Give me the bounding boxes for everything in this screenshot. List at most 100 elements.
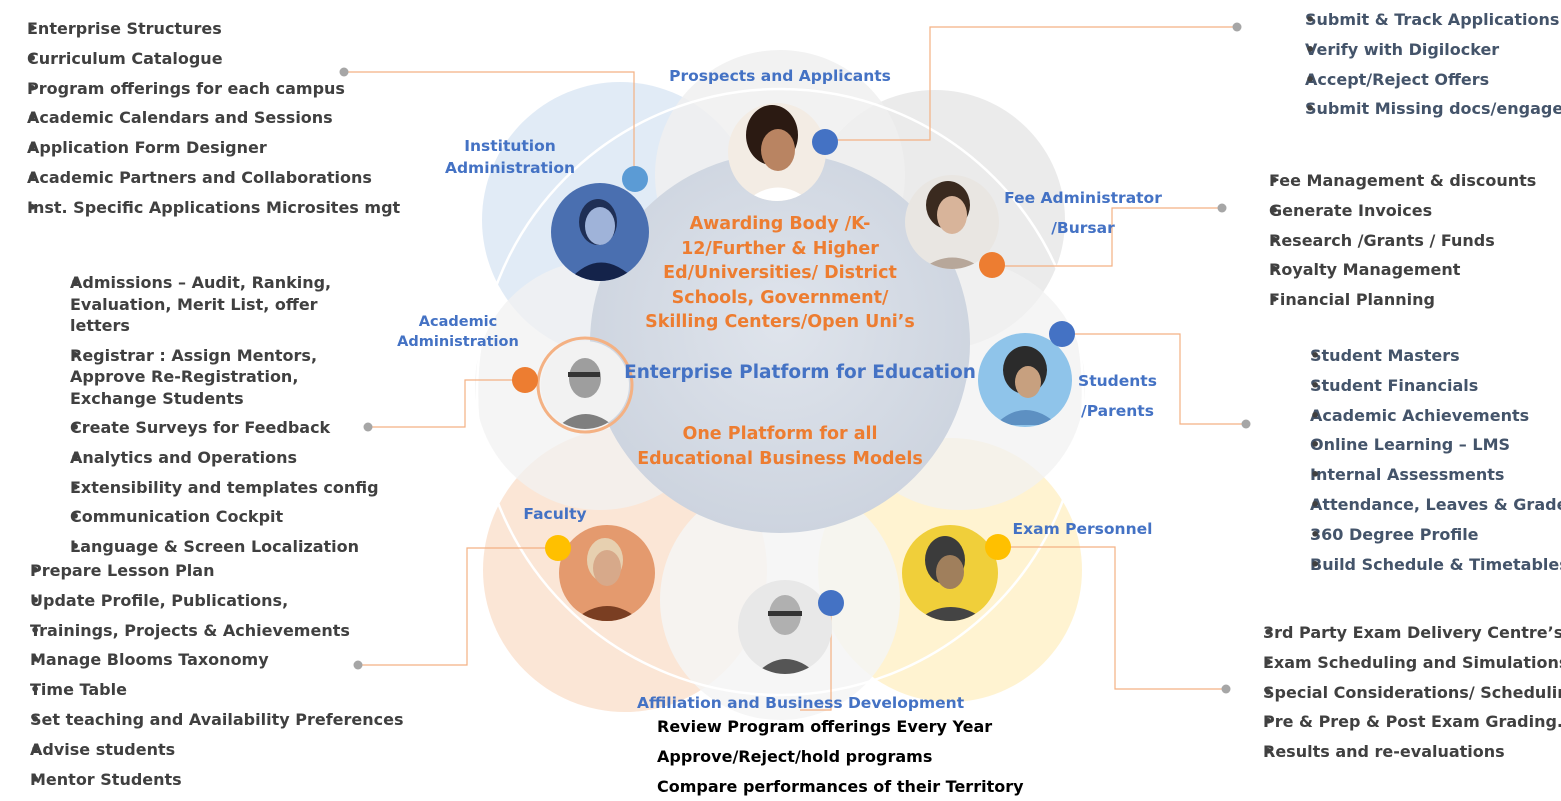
list-item: Compare performances of their Territory <box>657 776 1024 796</box>
list-item: Inst. Specific Applications Microsites m… <box>8 193 400 223</box>
connector-prospects <box>830 26 1237 141</box>
connector-academic <box>368 379 520 428</box>
exam-responsibilities: 3rd Party Exam Delivery Centre’s Exam Sc… <box>1241 618 1561 767</box>
fee-responsibilities: Fee Management & discounts Generate Invo… <box>1233 166 1536 315</box>
role-dots <box>512 129 1075 616</box>
list-item: Advise students <box>8 735 404 765</box>
affiliation-responsibilities: Review Program offerings Every Year Appr… <box>657 712 1024 801</box>
avatar-prospect <box>728 103 826 201</box>
avatar-ring-academic <box>536 336 634 434</box>
list-item: Generate Invoices <box>1233 196 1536 226</box>
list-item: Approve/Reject/hold programs <box>657 746 933 766</box>
list-item: Language & Screen Localization <box>48 536 378 558</box>
list-item: Extensibility and templates config <box>48 477 379 499</box>
connector-faculty <box>358 547 556 666</box>
list-item: 360 Degree Profile <box>1274 520 1561 550</box>
list-item: Attendance, Leaves & Grades <box>1274 490 1561 520</box>
role-label-academic: Academic Administration <box>397 314 519 350</box>
role-label-prospects: Prospects and Applicants <box>669 67 891 85</box>
students-responsibilities: Student Masters Student Financials Acade… <box>1274 341 1561 579</box>
avatar-exam <box>902 525 998 621</box>
list-item: Results and re-evaluations <box>1241 737 1561 767</box>
outer-ring <box>475 87 1085 697</box>
connector-students <box>1065 333 1244 425</box>
list-item: Pre & Prep & Post Exam Grading. <box>1241 707 1561 737</box>
avatar-students <box>978 333 1072 427</box>
connector-affiliation <box>800 605 832 711</box>
endpoint-dot <box>1232 22 1242 32</box>
list-item: Royalty Management <box>1233 255 1536 285</box>
list-item: Update Profile, Publications, <box>8 586 404 616</box>
dot-faculty <box>545 535 571 561</box>
list-item: Verify with Digilocker <box>1268 35 1561 65</box>
list-item: Application Form Designer <box>8 133 400 163</box>
endpoint-dot <box>1217 203 1227 213</box>
avatar-faculty <box>559 525 655 621</box>
connector-exam <box>1000 546 1225 690</box>
center-heading: Awarding Body /K-12/Further & Higher Ed/… <box>645 214 915 332</box>
academic-responsibilities: Admissions – Audit, Ranking, Evaluation,… <box>48 272 379 558</box>
list-item: Special Considerations/ Scheduling/ <box>1241 678 1561 708</box>
role-label-exam: Exam Personnel <box>1012 520 1153 538</box>
list-item: Student Financials <box>1274 371 1561 401</box>
dot-prospects <box>812 129 838 155</box>
list-item: Admissions – Audit, Ranking, Evaluation,… <box>48 272 378 337</box>
avatar-fee <box>905 175 999 269</box>
list-item: Academic Calendars and Sessions <box>8 103 400 133</box>
role-label-faculty: Faculty <box>523 505 587 523</box>
connector-institution <box>344 71 635 175</box>
list-item: Exam Scheduling and Simulations <box>1241 648 1561 678</box>
role-label-fee: Fee Administrator /Bursar <box>1004 189 1162 238</box>
list-item: Student Masters <box>1274 341 1561 371</box>
list-item: Fee Management & discounts <box>1233 166 1536 196</box>
list-item: Create Surveys for Feedback <box>48 417 378 439</box>
connector-fee <box>995 207 1222 267</box>
center-circle <box>590 153 970 533</box>
endpoint-dot <box>1241 419 1251 429</box>
list-item: Communication Cockpit <box>48 506 378 528</box>
endpoint-dot <box>1221 684 1231 694</box>
list-item: Internal Assessments <box>1274 460 1561 490</box>
list-item: Academic Partners and Collaborations <box>8 163 400 193</box>
list-item: Financial Planning <box>1233 285 1536 315</box>
list-item: Trainings, Projects & Achievements <box>8 616 404 646</box>
list-item: Submit & Track Applications <box>1268 5 1561 35</box>
role-label-institution: Institution Administration <box>444 137 576 178</box>
connectors <box>344 26 1244 711</box>
list-item: Set teaching and Availability Preference… <box>8 705 404 735</box>
list-item: Research /Grants / Funds <box>1233 226 1536 256</box>
list-item: Academic Achievements <box>1274 401 1561 431</box>
list-item: Registrar : Assign Mentors, Approve Re-R… <box>48 345 378 410</box>
dot-affiliation <box>818 590 844 616</box>
list-item: Mentor Students <box>8 765 404 795</box>
prospects-responsibilities: Submit & Track Applications Verify with … <box>1268 5 1561 124</box>
faculty-responsibilities: Prepare Lesson Plan Update Profile, Publ… <box>8 556 404 794</box>
avatar-institution <box>551 183 649 281</box>
role-label-students: Students /Parents <box>1078 372 1157 421</box>
list-item: Review Program offerings Every Year <box>657 717 993 736</box>
list-item: Build Schedule & Timetables <box>1274 550 1561 580</box>
list-item: 3rd Party Exam Delivery Centre’s <box>1241 618 1561 648</box>
list-item: Submit Missing docs/engage <box>1268 94 1561 124</box>
list-item: Prepare Lesson Plan <box>8 556 404 586</box>
list-item: Enterprise Structures <box>8 14 400 44</box>
list-item: Analytics and Operations <box>48 447 378 469</box>
avatar-affiliation <box>738 580 832 674</box>
dot-exam <box>985 534 1011 560</box>
dot-students <box>1049 321 1075 347</box>
list-item: Manage Blooms Taxonomy <box>8 645 404 675</box>
avatar-academic <box>541 341 629 429</box>
list-item: Time Table <box>8 675 404 705</box>
list-item: Program offerings for each campus <box>8 74 400 104</box>
center-platform-title: Enterprise Platform for Education <box>624 362 976 383</box>
list-item: Accept/Reject Offers <box>1268 65 1561 95</box>
role-label-affiliation: Affiliation and Business Development <box>637 694 965 712</box>
dot-institution <box>622 166 648 192</box>
center-tagline: One Platform for all Educational Busines… <box>637 424 923 470</box>
list-item: Curriculum Catalogue <box>8 44 400 74</box>
institution-responsibilities: Enterprise Structures Curriculum Catalog… <box>8 14 400 223</box>
list-item: Online Learning – LMS <box>1274 430 1561 460</box>
dot-academic <box>512 367 538 393</box>
dot-fee <box>979 252 1005 278</box>
